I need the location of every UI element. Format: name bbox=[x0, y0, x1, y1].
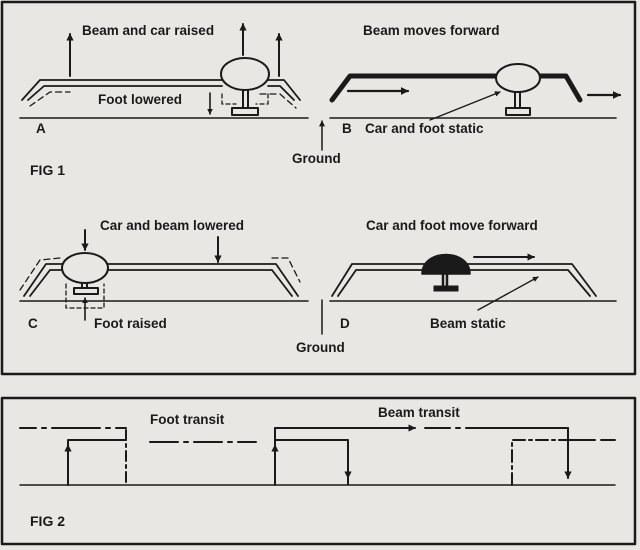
panel-b-letter: B bbox=[342, 121, 352, 136]
panel-b bbox=[319, 63, 622, 151]
panel-d-car bbox=[421, 253, 471, 275]
panel-d-static-label: Beam static bbox=[430, 316, 506, 331]
panel-a-foot-label: Foot lowered bbox=[98, 92, 182, 107]
panel-b-ground-label: Ground bbox=[292, 151, 341, 166]
panel-b-car bbox=[495, 63, 541, 93]
fig2-transit-diagram bbox=[19, 424, 616, 486]
fig1-frame bbox=[0, 0, 637, 376]
panel-a-beam bbox=[21, 79, 301, 101]
panel-d-top-label: Car and foot move forward bbox=[366, 218, 538, 233]
panel-c-top-label: Car and beam lowered bbox=[100, 218, 245, 233]
panel-c-foot-label: Foot raised bbox=[94, 316, 167, 331]
panel-c-foot bbox=[73, 287, 99, 295]
panel-d-foot bbox=[433, 285, 459, 292]
panel-b-static-label: Car and foot static bbox=[365, 121, 484, 136]
panel-d-ground-label: Ground bbox=[296, 340, 345, 355]
panel-c bbox=[19, 229, 309, 321]
panel-c-beam bbox=[23, 263, 299, 297]
panel-b-beam bbox=[329, 73, 583, 103]
panel-a-top-label: Beam and car raised bbox=[82, 23, 215, 38]
panel-b-foot bbox=[505, 107, 531, 116]
panel-c-car bbox=[61, 252, 109, 284]
panel-d-letter: D bbox=[340, 316, 350, 331]
panel-d-static-pointer bbox=[477, 276, 539, 311]
fig1-label: FIG 1 bbox=[30, 162, 66, 178]
fig2-foot-transit-label: Foot transit bbox=[150, 412, 225, 427]
fig2-foot-step bbox=[67, 439, 127, 486]
panel-a bbox=[19, 23, 309, 119]
panel-c-letter: C bbox=[28, 316, 38, 331]
panel-d bbox=[321, 253, 617, 335]
panel-a-letter: A bbox=[36, 121, 46, 136]
panel-a-foot bbox=[231, 107, 259, 116]
fig2-label: FIG 2 bbox=[30, 513, 66, 529]
fig2-frame bbox=[0, 396, 637, 546]
fig2-beam-transit-label: Beam transit bbox=[378, 405, 460, 420]
panel-b-static-pointer bbox=[429, 91, 501, 121]
panel-b-top-label: Beam moves forward bbox=[363, 23, 500, 38]
panel-a-car bbox=[220, 57, 270, 91]
